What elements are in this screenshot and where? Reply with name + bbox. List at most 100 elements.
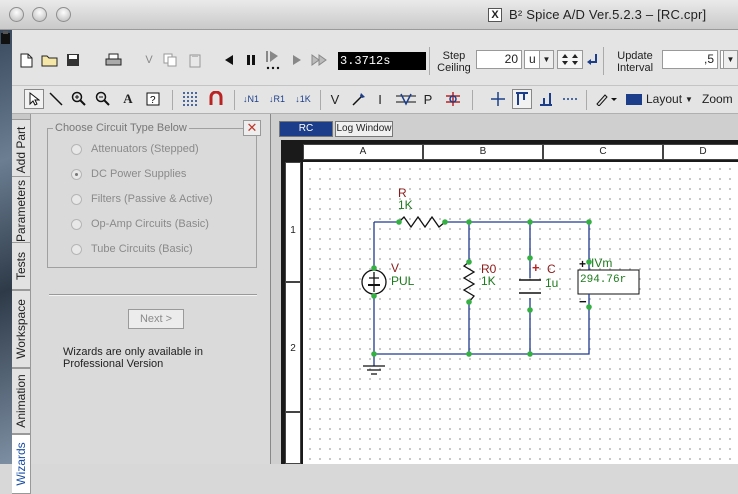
update-interval-field[interactable]: ,5 — [662, 50, 718, 69]
tab-rc[interactable]: RC — [279, 121, 333, 137]
radio-button-selected[interactable] — [71, 168, 82, 180]
capacitor-name: C — [547, 262, 556, 276]
update-interval-dropdown[interactable]: ▼ — [720, 50, 738, 69]
column-header: C — [543, 144, 663, 160]
align-bottom-icon[interactable] — [536, 90, 556, 108]
layout-label: Layout — [646, 92, 683, 106]
toolbar-divider — [472, 90, 473, 110]
main-toolbar: V 3.3712s Step Ceiling 20 u ▼ Update Int… — [12, 30, 738, 86]
distribute-icon[interactable] — [560, 90, 580, 108]
cut-icon[interactable]: V — [145, 54, 153, 66]
circuit-node — [371, 265, 377, 271]
step-spinner-icon[interactable] — [557, 50, 583, 69]
paste-icon[interactable] — [187, 52, 203, 68]
grid-toggle-icon[interactable] — [180, 90, 200, 108]
layout-menu-button[interactable]: Layout ▼ — [626, 90, 696, 108]
zoom-in-icon[interactable] — [70, 90, 88, 108]
resistor-r0-name: R0 — [481, 262, 497, 276]
source-type: PUL — [391, 274, 415, 288]
circuit-node — [466, 219, 472, 225]
power-probe-icon[interactable] — [442, 90, 464, 108]
close-window-button[interactable] — [9, 7, 24, 22]
radio-button[interactable] — [71, 218, 82, 230]
tab-wizards[interactable]: Wizards — [12, 434, 31, 494]
radio-option[interactable]: Filters (Passive & Active) — [71, 193, 213, 205]
update-interval-label: Update Interval — [616, 50, 654, 74]
part-value-button[interactable]: ↓1K — [295, 94, 311, 104]
next-button[interactable]: Next > — [128, 309, 184, 329]
ground-symbol — [363, 365, 385, 375]
radio-option[interactable]: Attenuators (Stepped) — [71, 143, 199, 155]
step-back-icon[interactable] — [222, 52, 236, 68]
meter-reading: 294.76r — [580, 274, 627, 286]
help-icon[interactable]: ? — [144, 90, 162, 108]
simulation-time-display: 3.3712s — [338, 52, 426, 70]
circuit-type-group-title: Choose Circuit Type Below — [53, 122, 189, 134]
column-header: A — [303, 144, 423, 160]
meter-minus: − — [579, 294, 587, 309]
meter-plus: + — [579, 257, 587, 271]
ammeter-tool[interactable]: I — [378, 91, 382, 107]
circuit-node — [466, 351, 472, 357]
tab-tests[interactable]: Tests — [12, 242, 31, 290]
toolbar-divider — [172, 90, 173, 110]
radio-button[interactable] — [71, 193, 82, 205]
power-tool[interactable]: P — [423, 91, 433, 107]
current-probe-icon[interactable] — [394, 90, 418, 108]
play-icon[interactable] — [290, 52, 304, 68]
circuit-node — [371, 293, 377, 299]
radio-label: Filters (Passive & Active) — [91, 193, 213, 205]
fast-forward-icon[interactable] — [310, 52, 328, 68]
schematic-canvas[interactable]: R 1K V PUL R0 1K + C 1u + IVm 294.76r − — [303, 162, 738, 464]
radio-button[interactable] — [71, 143, 82, 155]
radio-option[interactable]: Tube Circuits (Basic) — [71, 243, 193, 255]
minimize-window-button[interactable] — [32, 7, 47, 22]
tab-animation[interactable]: Animation — [12, 368, 31, 434]
voltmeter-tool[interactable]: V — [330, 91, 340, 107]
step-forward-icon[interactable] — [264, 50, 282, 70]
copy-icon[interactable] — [162, 52, 178, 68]
voltage-probe-icon[interactable] — [350, 90, 368, 108]
tab-workspace[interactable]: Workspace — [12, 290, 31, 368]
circuit-node — [442, 219, 448, 225]
align-center-icon[interactable] — [488, 90, 508, 108]
text-tool-icon[interactable]: A — [123, 91, 133, 106]
step-ceiling-field[interactable]: 20 — [476, 50, 522, 69]
zoom-out-icon[interactable] — [94, 90, 112, 108]
wire-tool-icon[interactable] — [47, 90, 65, 108]
open-folder-icon[interactable] — [40, 52, 58, 68]
circuit-node — [527, 307, 533, 313]
tools-toolbar: A ? ↓N1 ↓R1 ↓1K V I P Layout ▼ — [12, 86, 738, 114]
print-icon[interactable] — [104, 52, 122, 68]
zoom-label: Zoom — [702, 92, 733, 106]
save-icon[interactable] — [65, 52, 81, 68]
tab-add-part[interactable]: Add Part — [12, 119, 31, 181]
document-area: RC Log Window A B C D 1 2 — [271, 114, 738, 464]
magnet-snap-icon[interactable] — [206, 90, 226, 108]
resistor-r-name: R — [398, 186, 407, 200]
toolbar-divider — [586, 90, 587, 110]
new-file-icon[interactable] — [18, 52, 34, 68]
circuit-node — [371, 351, 377, 357]
zoom-menu-button[interactable]: Zoom — [702, 90, 738, 108]
pause-icon[interactable] — [244, 52, 258, 68]
radio-button[interactable] — [71, 243, 82, 255]
radio-option[interactable]: DC Power Supplies — [71, 168, 186, 180]
chevron-down-icon: ▼ — [685, 94, 693, 104]
part-name-button[interactable]: ↓R1 — [268, 94, 285, 104]
tab-parameters[interactable]: Parameters — [12, 176, 31, 246]
close-panel-icon[interactable]: ✕ — [243, 120, 261, 136]
enter-arrow-icon[interactable] — [585, 50, 599, 69]
color-pen-icon[interactable] — [594, 90, 620, 108]
tab-log-window[interactable]: Log Window — [335, 121, 393, 137]
divider — [49, 294, 257, 296]
radio-option[interactable]: Op-Amp Circuits (Basic) — [71, 218, 209, 230]
align-top-icon[interactable] — [512, 89, 532, 109]
circuit-node — [466, 299, 472, 305]
zoom-window-button[interactable] — [56, 7, 71, 22]
usb-icon — [1, 31, 10, 44]
select-arrow-icon[interactable] — [24, 89, 44, 109]
step-unit-dropdown[interactable]: u ▼ — [524, 50, 554, 69]
node-label-button[interactable]: ↓N1 — [242, 94, 259, 104]
wire — [373, 296, 590, 355]
